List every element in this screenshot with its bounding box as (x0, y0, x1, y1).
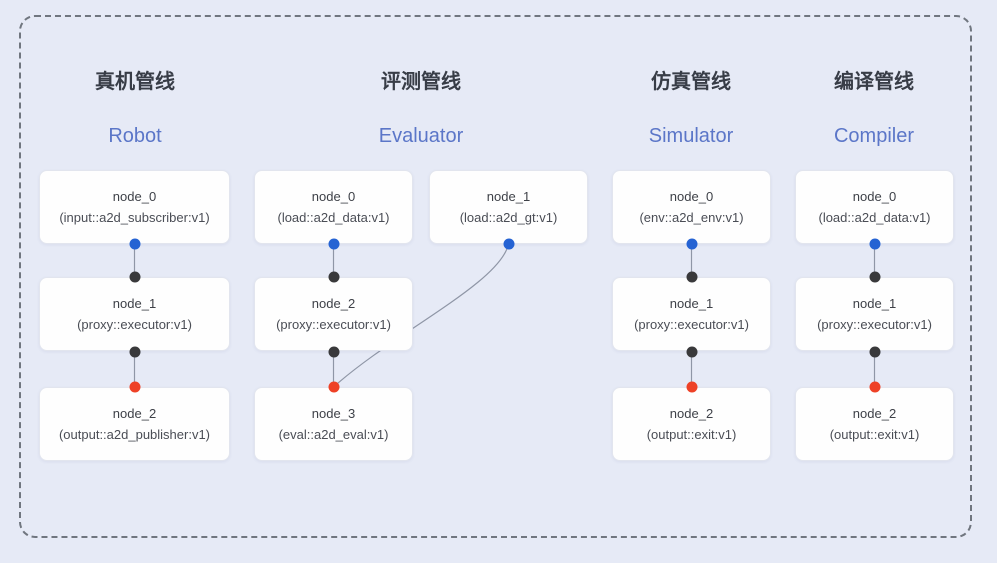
node-box-evaluator-node2: node_2 (proxy::executor:v1) (254, 277, 413, 351)
node-name: node_1 (669, 295, 714, 311)
pipeline-title-zh-evaluator: 评测管线 (381, 71, 461, 93)
node-box-evaluator-node1: node_1 (load::a2d_gt:v1) (429, 170, 588, 244)
pipeline-title-en-simulator: Simulator (648, 125, 734, 147)
node-type: (load::a2d_gt:v1) (459, 209, 558, 225)
node-type: (input::a2d_subscriber:v1) (59, 209, 210, 225)
node-box-robot-node0: node_0 (input::a2d_subscriber:v1) (39, 170, 230, 244)
node-name: node_3 (311, 405, 356, 421)
node-box-simulator-node2: node_2 (output::exit:v1) (612, 387, 771, 461)
node-box-compiler-node1: node_1 (proxy::executor:v1) (795, 277, 954, 351)
node-name: node_2 (669, 405, 714, 421)
simulator-node0-output-port-dot (686, 238, 697, 250)
node-name: node_0 (669, 188, 714, 204)
node-type: (proxy::executor:v1) (77, 316, 192, 332)
node-type: (output::exit:v1) (646, 426, 737, 442)
node-type: (eval::a2d_eval:v1) (278, 426, 389, 442)
node-name: node_0 (852, 188, 897, 204)
robot-node1-input-port-dot (129, 271, 140, 283)
node-name: node_0 (311, 188, 356, 204)
pipeline-title-en-evaluator: Evaluator (378, 125, 464, 147)
simulator-node2-input-port-dot (686, 381, 697, 393)
evaluator-node3-input-port-dot (328, 381, 339, 393)
node-type: (proxy::executor:v1) (276, 316, 391, 332)
node-type: (env::a2d_env:v1) (639, 209, 744, 225)
pipeline-title-en-compiler: Compiler (833, 125, 915, 147)
evaluator-node2-input-port-dot (328, 271, 339, 283)
simulator-node1-output-port-dot (686, 346, 697, 358)
node-type: (load::a2d_data:v1) (818, 209, 931, 225)
node-name: node_2 (311, 295, 356, 311)
robot-node1-output-port-dot (129, 346, 140, 358)
node-box-simulator-node1: node_1 (proxy::executor:v1) (612, 277, 771, 351)
node-box-compiler-node2: node_2 (output::exit:v1) (795, 387, 954, 461)
compiler-node1-input-port-dot (869, 271, 880, 283)
evaluator-node0-output-port-dot (328, 238, 339, 250)
evaluator-gt-to-eval-curve (333, 243, 510, 388)
node-name: node_1 (852, 295, 897, 311)
node-type: (output::exit:v1) (829, 426, 920, 442)
node-box-robot-node1: node_1 (proxy::executor:v1) (39, 277, 230, 351)
node-name: node_2 (112, 405, 157, 421)
evaluator-node1-output-port-dot (503, 238, 514, 250)
node-type: (load::a2d_data:v1) (277, 209, 390, 225)
pipeline-title-zh-robot: 真机管线 (95, 71, 175, 93)
pipeline-title-en-robot: Robot (108, 125, 162, 147)
simulator-node1-input-port-dot (686, 271, 697, 283)
node-box-evaluator-node3: node_3 (eval::a2d_eval:v1) (254, 387, 413, 461)
node-name: node_0 (112, 188, 157, 204)
node-box-robot-node2: node_2 (output::a2d_publisher:v1) (39, 387, 230, 461)
node-type: (proxy::executor:v1) (817, 316, 932, 332)
node-name: node_2 (852, 405, 897, 421)
dashed-border-frame (19, 15, 972, 538)
node-name: node_1 (112, 295, 157, 311)
robot-node0-output-port-dot (129, 238, 140, 250)
pipeline-title-zh-simulator: 仿真管线 (651, 71, 731, 93)
compiler-node1-output-port-dot (869, 346, 880, 358)
compiler-node0-output-port-dot (869, 238, 880, 250)
node-name: node_1 (486, 188, 531, 204)
compiler-node2-input-port-dot (869, 381, 880, 393)
node-box-compiler-node0: node_0 (load::a2d_data:v1) (795, 170, 954, 244)
node-type: (proxy::executor:v1) (634, 316, 749, 332)
robot-node2-input-port-dot (129, 381, 140, 393)
node-type: (output::a2d_publisher:v1) (58, 426, 211, 442)
evaluator-node2-output-port-dot (328, 346, 339, 358)
node-box-evaluator-node0: node_0 (load::a2d_data:v1) (254, 170, 413, 244)
pipeline-title-zh-compiler: 编译管线 (834, 71, 914, 93)
node-box-simulator-node0: node_0 (env::a2d_env:v1) (612, 170, 771, 244)
